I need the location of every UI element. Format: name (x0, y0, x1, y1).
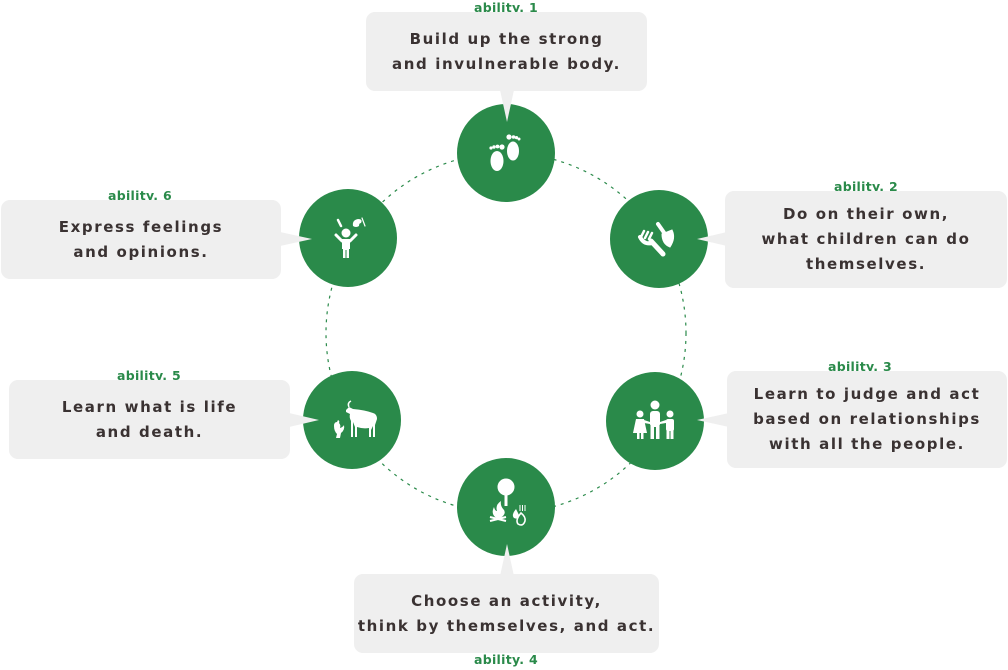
ability-6-description: Express feelings and opinions. (1, 200, 281, 279)
ability-5-circle (303, 371, 401, 469)
ability-2-pointer (697, 232, 727, 246)
ability-6-label: ability. 6 (107, 188, 172, 203)
ability-4-pointer (500, 544, 514, 576)
ability-1-circle (457, 104, 555, 202)
ability-2-circle (610, 190, 708, 288)
child-expressing-icon (334, 217, 366, 258)
nature-elements-icon (489, 478, 526, 526)
ability-6-pointer (280, 232, 312, 246)
ability-5-label: ability. 5 (116, 368, 181, 383)
ability-4-description: Choose an activity, think by themselves,… (354, 574, 659, 653)
ability-2-label: ability. 2 (833, 179, 898, 194)
ability-1-label: ability. 1 (473, 0, 538, 15)
farm-animals-icon (334, 400, 377, 438)
ability-3-pointer (697, 413, 729, 427)
ability-3-label: ability. 3 (827, 359, 892, 374)
garden-tools-icon (638, 222, 675, 257)
ability-3-circle (606, 372, 704, 470)
ability-3-description: Learn to judge and act based on relation… (727, 371, 1007, 468)
ability-1-pointer (500, 90, 514, 122)
ability-2-description: Do on their own, what children can do th… (725, 191, 1007, 288)
ability-6-circle (299, 189, 397, 287)
ability-5-pointer (289, 413, 319, 427)
ability-4-circle (457, 458, 555, 556)
ability-1-description: Build up the strong and invulnerable bod… (366, 12, 647, 91)
family-icon (633, 400, 674, 439)
ability-5-description: Learn what is life and death. (9, 380, 290, 459)
footprints-icon (489, 134, 521, 171)
ability-4-label: ability. 4 (473, 652, 538, 667)
